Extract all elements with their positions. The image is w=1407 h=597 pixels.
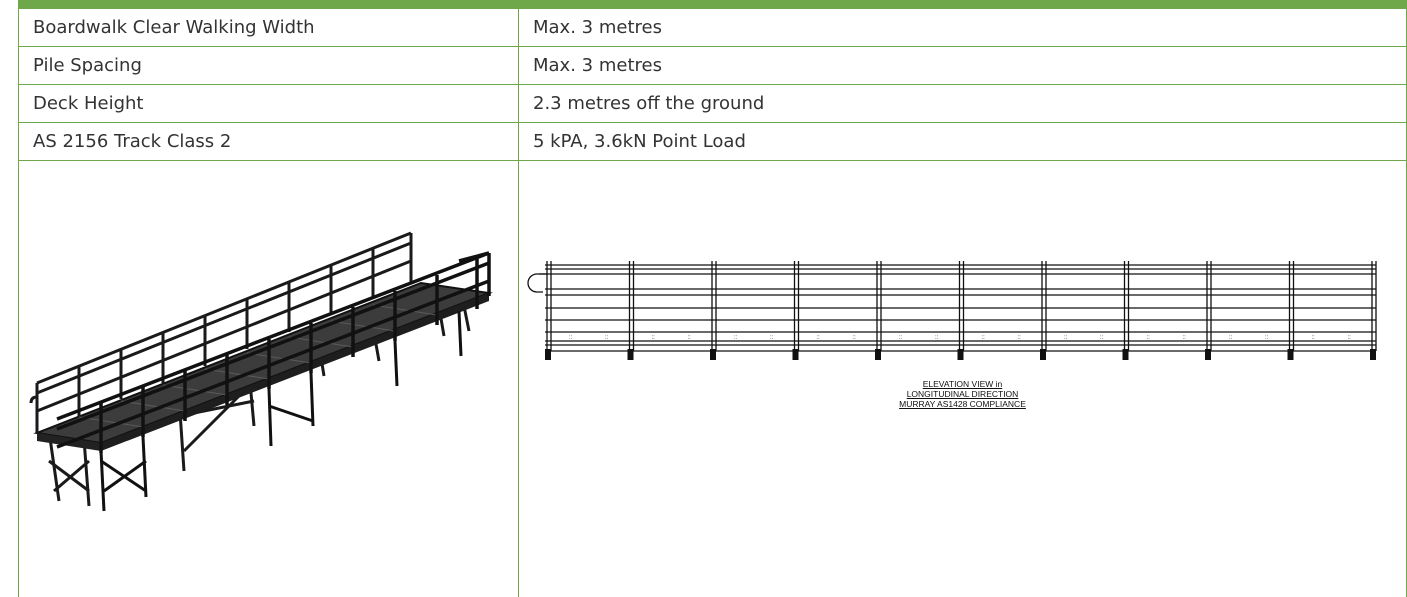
elevation-post-footing	[1287, 349, 1294, 360]
elevation-drawing-cell: ::::::::::::::::::::::::::::::::::::::::…	[518, 160, 1407, 597]
spec-label: Deck Height	[18, 84, 519, 123]
boardwalk-elevation-drawing: ::::::::::::::::::::::::::::::::::::::::	[527, 261, 1377, 360]
elevation-posts: ::::::::::::::::::::::::::::::::::::::::	[545, 261, 1377, 360]
elevation-caption-line2: LONGITUDINAL DIRECTION	[906, 389, 1019, 399]
elevation-caption-line1: ELEVATION VIEW in	[922, 379, 1003, 389]
elevation-rails	[527, 264, 1376, 352]
elevation-bolt-mark: ::	[688, 335, 692, 341]
elevation-post-footing	[1205, 349, 1211, 360]
table-row: Deck Height 2.3 metres off the ground	[18, 84, 1407, 123]
spec-label: AS 2156 Track Class 2	[18, 122, 519, 161]
table-row: Pile Spacing Max. 3 metres	[18, 46, 1407, 85]
elevation-bolt-mark: ::	[853, 335, 857, 341]
deck-seams	[78, 304, 438, 428]
spec-value: 2.3 metres off the ground	[518, 84, 1407, 123]
elevation-bolt-mark: ::	[1312, 335, 1316, 341]
isometric-drawing-cell	[18, 160, 519, 597]
elevation-post-footing	[957, 349, 964, 360]
elevation-bolt-mark: ::	[1018, 335, 1022, 341]
elevation-post-footing	[1122, 349, 1129, 360]
elevation-bolt-mark: ::	[734, 335, 738, 341]
back-handrail	[29, 231, 413, 433]
front-handrail	[56, 251, 491, 453]
table-row: AS 2156 Track Class 2 5 kPA, 3.6kN Point…	[18, 122, 1407, 161]
elevation-bolt-mark: ::	[652, 335, 656, 341]
elevation-bolt-mark: ::	[605, 335, 609, 341]
deck-side	[101, 293, 489, 451]
spec-value: Max. 3 metres	[518, 8, 1407, 47]
boardwalk-isometric-drawing	[29, 231, 493, 512]
table-row-drawings: ::::::::::::::::::::::::::::::::::::::::…	[18, 160, 1407, 597]
elevation-post-footing	[710, 349, 716, 360]
elevation-bolt-mark: ::	[1064, 335, 1068, 341]
elevation-bolt-mark: ::	[1147, 335, 1151, 341]
elevation-post-footing	[875, 349, 881, 360]
elevation-bolt-mark: ::	[1265, 335, 1269, 341]
elevation-post-footing	[1040, 349, 1046, 360]
elevation-post-footing	[627, 349, 634, 360]
front-legs	[99, 310, 463, 512]
table-row: Boardwalk Clear Walking Width Max. 3 met…	[18, 8, 1407, 47]
elevation-bolt-mark: ::	[569, 335, 573, 341]
elevation-bolt-mark: ::	[1100, 335, 1104, 341]
spec-value: 5 kPA, 3.6kN Point Load	[518, 122, 1407, 161]
elevation-bolt-mark: ::	[982, 335, 986, 341]
table-top-border	[18, 0, 1407, 8]
spec-label: Pile Spacing	[18, 46, 519, 85]
elevation-post-footing	[1370, 349, 1376, 360]
elevation-bolt-mark: ::	[899, 335, 903, 341]
elevation-bolt-mark: ::	[935, 335, 939, 341]
elevation-caption-line3: MURRAY AS1428 COMPLIANCE	[899, 399, 1026, 409]
elevation-bolt-mark: ::	[1183, 335, 1187, 341]
spec-value: Max. 3 metres	[518, 46, 1407, 85]
elevation-bolt-mark: ::	[817, 335, 821, 341]
elevation-bolt-mark: ::	[1348, 335, 1352, 341]
elevation-bolt-mark: ::	[1229, 335, 1233, 341]
spec-label: Boardwalk Clear Walking Width	[18, 8, 519, 47]
boardwalk-spec-table: Boardwalk Clear Walking Width Max. 3 met…	[18, 8, 1407, 597]
elevation-post-footing	[545, 349, 551, 360]
elevation-bolt-mark: ::	[770, 335, 774, 341]
elevation-post-footing	[792, 349, 799, 360]
